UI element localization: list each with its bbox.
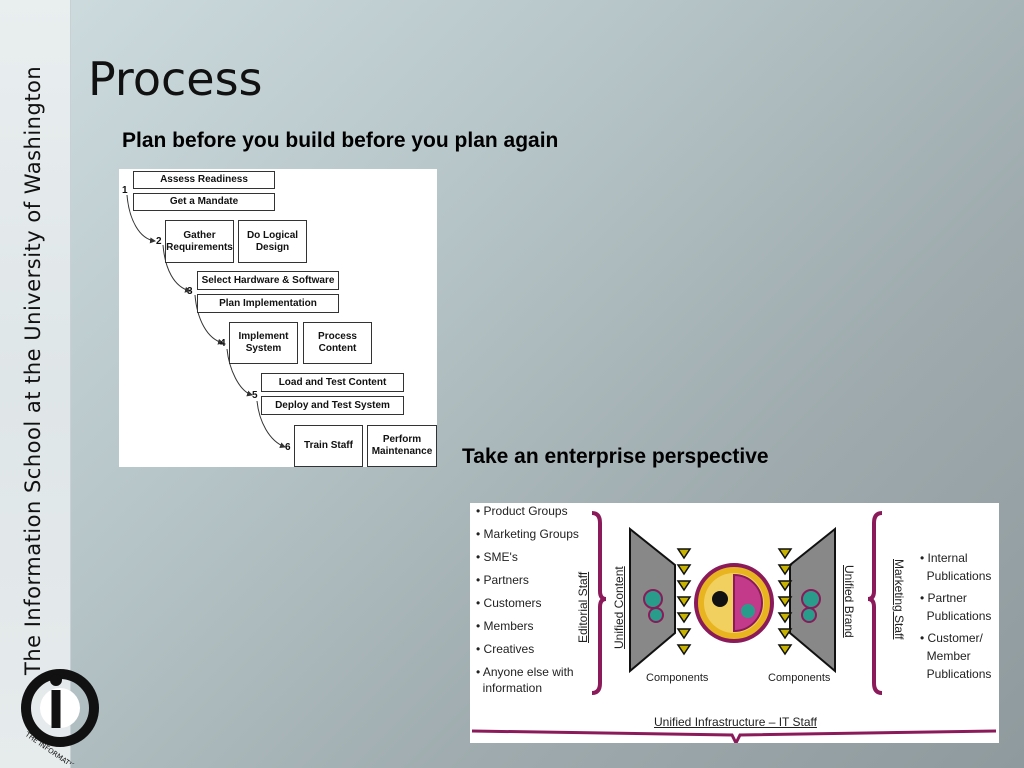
list-item: • Creatives (476, 642, 535, 656)
step-number: 1 (122, 185, 128, 196)
unified-brand-label: Unified Brand (842, 565, 856, 638)
list-item: • Product Groups (476, 504, 568, 518)
process-box: Perform Maintenance (367, 425, 437, 467)
process-box: Get a Mandate (133, 193, 275, 211)
unified-content-label: Unified Content (612, 566, 626, 649)
list-item: • SME's (476, 550, 518, 564)
list-item: • Customer/ (920, 631, 983, 645)
ischool-logo: THE INFORMATION SCHOOL (21, 669, 108, 764)
step-number: 2 (156, 236, 162, 247)
process-box: Implement System (229, 322, 298, 364)
university-title: The Information School at the University… (21, 65, 45, 675)
list-item: Publications (920, 667, 992, 681)
step-number: 4 (220, 338, 226, 349)
list-item: • Marketing Groups (476, 527, 579, 541)
list-item: Publications (920, 569, 992, 583)
enterprise-diagram: • Product Groups • Marketing Groups • SM… (470, 503, 999, 743)
infrastructure-label: Unified Infrastructure – IT Staff (654, 715, 817, 729)
process-box: Assess Readiness (133, 171, 275, 189)
plan-heading: Plan before you build before you plan ag… (122, 129, 559, 152)
list-item: • Partners (476, 573, 529, 587)
enterprise-heading: Take an enterprise perspective (462, 445, 769, 468)
process-box: Deploy and Test System (261, 396, 404, 415)
sidebar: The Information School at the University… (0, 0, 71, 768)
marketing-staff-label: Marketing Staff (892, 559, 906, 640)
list-item: • Internal (920, 551, 968, 565)
process-box: Select Hardware & Software (197, 271, 339, 290)
slide-title: Process (88, 52, 263, 106)
process-box: Train Staff (294, 425, 363, 467)
process-box: Gather Requirements (165, 220, 234, 263)
step-number: 5 (252, 390, 258, 401)
process-box: Plan Implementation (197, 294, 339, 313)
list-item: • Anyone else with (476, 665, 574, 679)
list-item: information (476, 681, 543, 695)
publication-list: • Internal Publications • Partner Public… (920, 549, 991, 683)
process-box: Do Logical Design (238, 220, 307, 263)
process-arrows (126, 194, 286, 449)
step-number: 3 (187, 286, 193, 297)
list-item: • Partner (920, 591, 967, 605)
list-item: Publications (920, 609, 992, 623)
list-item: • Members (476, 619, 534, 633)
editorial-staff-label: Editorial Staff (576, 571, 590, 643)
process-diagram: 1 Assess Readiness Get a Mandate 2 Gathe… (119, 169, 437, 467)
process-box: Load and Test Content (261, 373, 404, 392)
enterprise-graphics (471, 511, 997, 743)
components-label: Components (768, 672, 831, 684)
svg-text:THE INFORMATION SCHOOL: THE INFORMATION SCHOOL (23, 730, 108, 764)
list-item: Member (920, 649, 971, 663)
list-item: • Customers (476, 596, 542, 610)
audience-list: • Product Groups • Marketing Groups • SM… (476, 500, 579, 696)
process-box: Process Content (303, 322, 372, 364)
step-number: 6 (285, 442, 291, 453)
components-label: Components (646, 672, 709, 684)
